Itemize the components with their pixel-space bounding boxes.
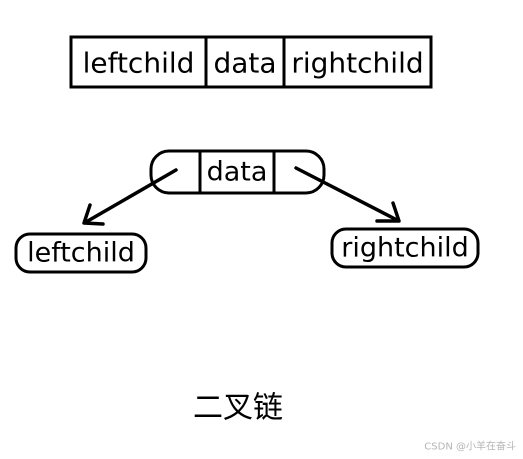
- right-child-node: rightchild: [330, 227, 480, 269]
- right-child-label: rightchild: [341, 233, 469, 264]
- record-leftchild-label: leftchild: [83, 47, 195, 80]
- left-child-label: leftchild: [27, 238, 135, 269]
- node-structure-record: leftchild data rightchild: [69, 35, 433, 89]
- example-node-outline: [149, 149, 326, 195]
- diagram-caption: 二叉链: [193, 391, 283, 426]
- record-outline: [69, 35, 433, 89]
- left-child-outline: [14, 232, 148, 274]
- right-child-outline: [330, 227, 480, 269]
- record-rightchild-label: rightchild: [291, 47, 423, 80]
- watermark-text: CSDN @小羊在奋斗: [424, 440, 516, 453]
- example-node-data-label: data: [207, 157, 268, 188]
- left-pointer-arrow: [82, 168, 178, 226]
- right-arrow-head: [375, 201, 401, 223]
- record-data-label: data: [213, 47, 276, 80]
- left-arrow-head: [82, 203, 105, 226]
- right-arrow-shaft: [294, 166, 399, 222]
- left-child-node: leftchild: [14, 232, 148, 274]
- example-node: data: [149, 149, 326, 195]
- right-pointer-arrow: [294, 166, 401, 223]
- left-arrow-shaft: [84, 168, 178, 224]
